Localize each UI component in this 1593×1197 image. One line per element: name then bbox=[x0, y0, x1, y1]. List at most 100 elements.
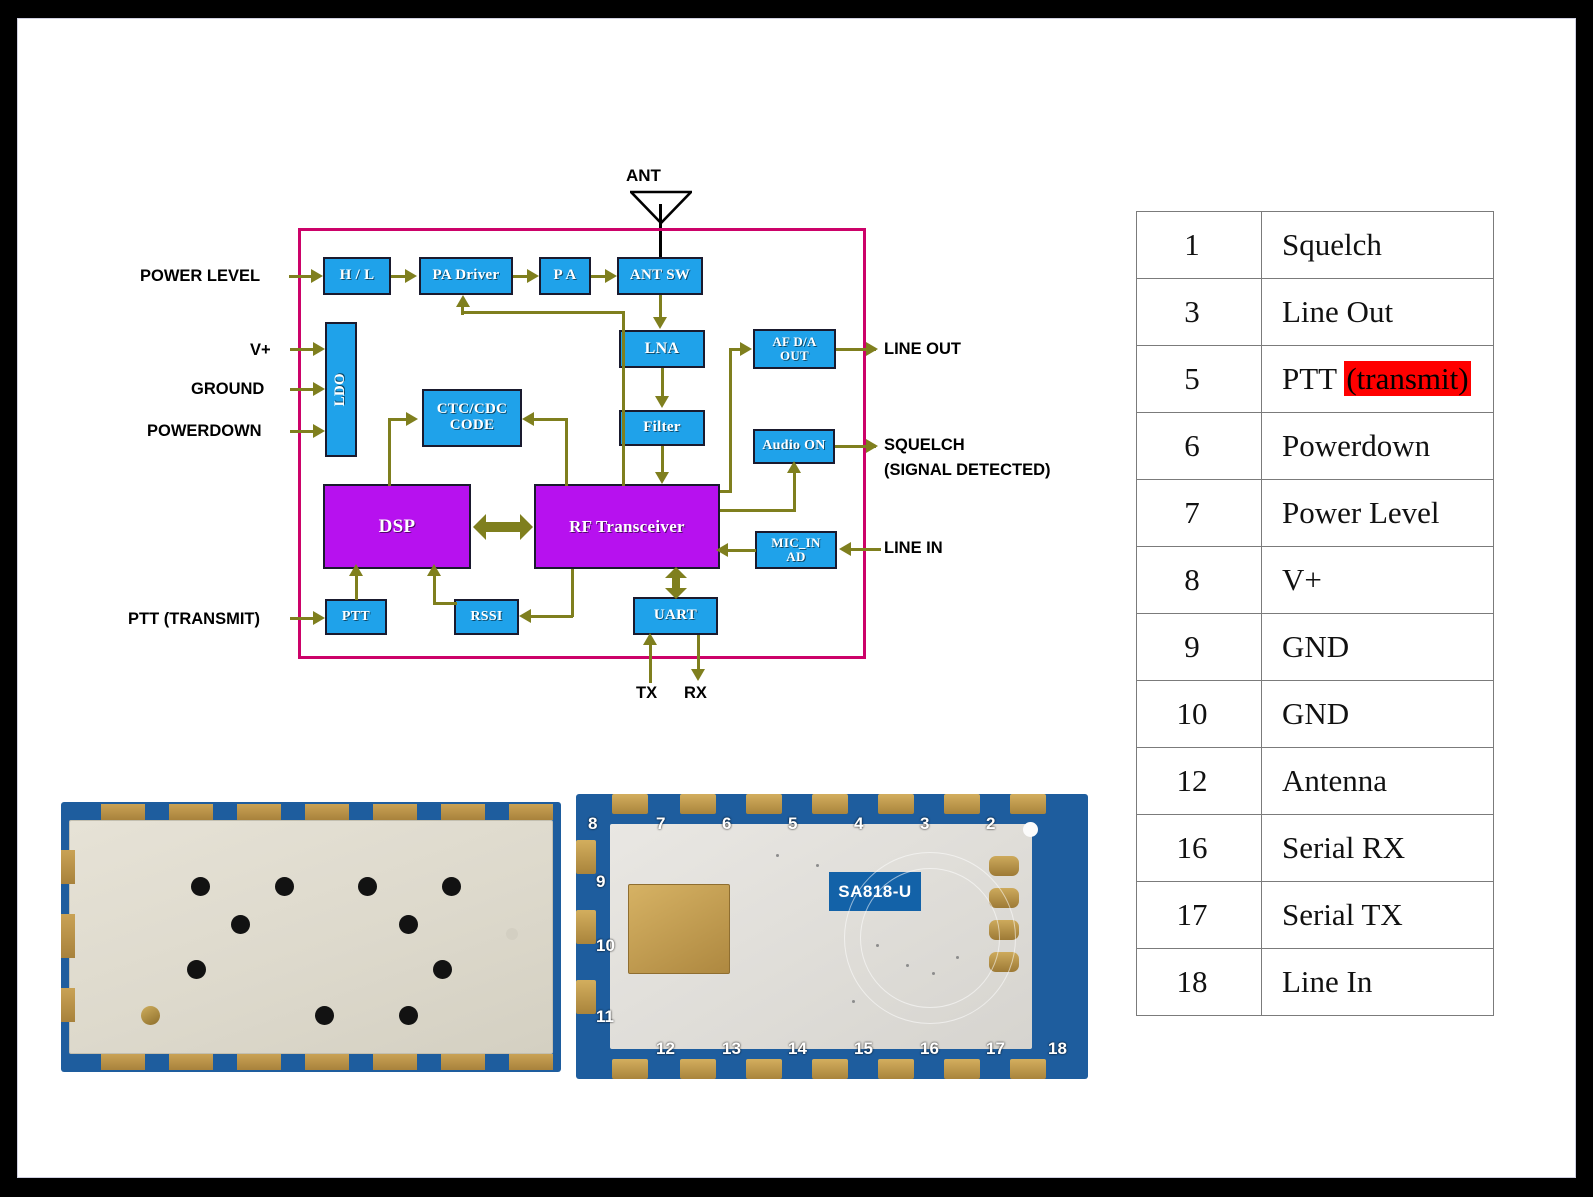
antenna-label: ANT bbox=[626, 166, 661, 185]
pcb-pin-5: 5 bbox=[788, 814, 798, 833]
pin-label-text: Line Out bbox=[1282, 294, 1394, 329]
wire-power-level bbox=[289, 275, 319, 278]
wire-tx bbox=[649, 641, 652, 683]
pin-number-cell: 17 bbox=[1136, 881, 1262, 949]
pin-label-text: Serial RX bbox=[1282, 830, 1406, 865]
pin-label-text: Powerdown bbox=[1282, 428, 1431, 463]
pin-label-text: PTT bbox=[1282, 361, 1345, 396]
pcb-pin-14: 14 bbox=[788, 1039, 807, 1058]
wire-rf-afda-h bbox=[720, 490, 732, 493]
arrow-afda bbox=[740, 342, 752, 356]
block-lna: LNA bbox=[619, 330, 705, 368]
arrow-ptt-dsp bbox=[349, 564, 363, 576]
wire-hl-padriver bbox=[391, 275, 413, 278]
block-pa: P A bbox=[539, 257, 591, 295]
bus-dsp-rf bbox=[473, 514, 533, 540]
pin-label-cell: GND bbox=[1261, 680, 1494, 748]
pin-number-cell: 3 bbox=[1136, 278, 1262, 346]
pcb-pin-7: 7 bbox=[656, 814, 666, 833]
arrow-vplus bbox=[313, 342, 325, 356]
signal-squelch: SQUELCH bbox=[884, 436, 965, 454]
pin-label-text: Power Level bbox=[1282, 495, 1440, 530]
signal-tx: TX bbox=[636, 684, 658, 702]
pin-label-cell: Line In bbox=[1261, 948, 1494, 1016]
wire-rf-rssi-v bbox=[571, 569, 574, 617]
block-ldo-label: LDO bbox=[332, 372, 349, 407]
wire-ground bbox=[290, 388, 321, 391]
arrow-to-padriver bbox=[456, 295, 470, 307]
pin-number-cell: 7 bbox=[1136, 479, 1262, 547]
wire-rf-rssi-h bbox=[531, 615, 573, 618]
arrow-squelch bbox=[866, 439, 878, 453]
pcb-pin-11: 11 bbox=[596, 1007, 614, 1026]
block-ptt: PTT bbox=[325, 599, 387, 635]
block-mic-in-ad: MIC_IN AD bbox=[755, 531, 837, 569]
signal-power-level: POWER LEVEL bbox=[140, 267, 261, 285]
arrow-dsp-ctc bbox=[406, 412, 418, 426]
pcb-pin-10: 10 bbox=[596, 936, 615, 955]
block-ldo: LDO bbox=[325, 322, 357, 457]
block-af-da-out: AF D/A OUT bbox=[753, 329, 836, 369]
pcb-photo-bottom-view: 8 7 6 5 4 3 2 9 10 11 12 13 14 15 16 17 … bbox=[576, 794, 1088, 1079]
arrow-rssi-dsp bbox=[427, 564, 441, 576]
pin-number-cell: 16 bbox=[1136, 814, 1262, 882]
block-rssi: RSSI bbox=[454, 599, 519, 635]
antenna-symbol-icon bbox=[630, 190, 692, 224]
wire-vplus bbox=[290, 348, 321, 351]
pcb-pin-16: 16 bbox=[920, 1039, 939, 1058]
wire-line-out bbox=[836, 348, 876, 351]
module-boundary bbox=[298, 228, 866, 659]
wire-padriver-stub bbox=[461, 307, 464, 315]
arrow-rx bbox=[691, 669, 705, 681]
page-canvas: ANT H / L PA Driver P A ANT SW LNA Filte… bbox=[17, 18, 1576, 1178]
block-uart: UART bbox=[633, 597, 718, 635]
signal-ground: GROUND bbox=[191, 380, 265, 398]
wire-rx bbox=[697, 635, 700, 673]
arrow-ground bbox=[313, 382, 325, 396]
pcb-pin-15: 15 bbox=[854, 1039, 873, 1058]
arrow-powerdown bbox=[313, 424, 325, 438]
block-af-da-out-label: AF D/A OUT bbox=[772, 334, 817, 363]
block-ctc-cdc-label: CTC/CDC CODE bbox=[436, 401, 508, 433]
block-ctc-cdc: CTC/CDC CODE bbox=[422, 389, 522, 447]
pcb-photo-top-view bbox=[61, 802, 561, 1072]
pin-label-text: GND bbox=[1282, 696, 1350, 731]
pin-number-cell: 9 bbox=[1136, 613, 1262, 681]
arrow-filter-rf bbox=[655, 472, 669, 484]
arrow-antsw-lna bbox=[653, 317, 667, 329]
block-diagram: ANT H / L PA Driver P A ANT SW LNA Filte… bbox=[18, 19, 1138, 739]
signal-ptt-transmit: PTT (TRANSMIT) bbox=[128, 610, 260, 628]
wire-rf-to-padriver-v bbox=[622, 311, 625, 486]
pcb-pin-3: 3 bbox=[920, 814, 930, 833]
table-row: 6 Powerdown bbox=[1136, 412, 1494, 480]
signal-powerdown: POWERDOWN bbox=[147, 422, 262, 440]
arrow-audioon bbox=[787, 461, 801, 473]
pin-number-cell: 1 bbox=[1136, 211, 1262, 279]
pin-label-cell: GND bbox=[1261, 613, 1494, 681]
wire-rf-ctc-v bbox=[565, 418, 568, 486]
table-row: 16 Serial RX bbox=[1136, 814, 1494, 882]
pin-number-cell: 18 bbox=[1136, 948, 1262, 1016]
wire-rf-audioon-v bbox=[793, 471, 796, 511]
wire-squelch bbox=[835, 445, 876, 448]
pin-label-cell: Serial TX bbox=[1261, 881, 1494, 949]
pin-label-text: Serial TX bbox=[1282, 897, 1403, 932]
block-filter: Filter bbox=[619, 410, 705, 446]
block-mic-in-ad-label: MIC_IN AD bbox=[771, 535, 821, 564]
wire-antsw-lna bbox=[659, 295, 662, 321]
pin-number-cell: 6 bbox=[1136, 412, 1262, 480]
pin-number-cell: 5 bbox=[1136, 345, 1262, 413]
wire-rf-to-padriver-h bbox=[461, 311, 625, 314]
pcb-rf-shield-pad bbox=[628, 884, 730, 974]
table-row: 17 Serial TX bbox=[1136, 881, 1494, 949]
wire-powerdown bbox=[290, 430, 321, 433]
block-audio-on: Audio ON bbox=[753, 429, 835, 464]
block-hl: H / L bbox=[323, 257, 391, 295]
